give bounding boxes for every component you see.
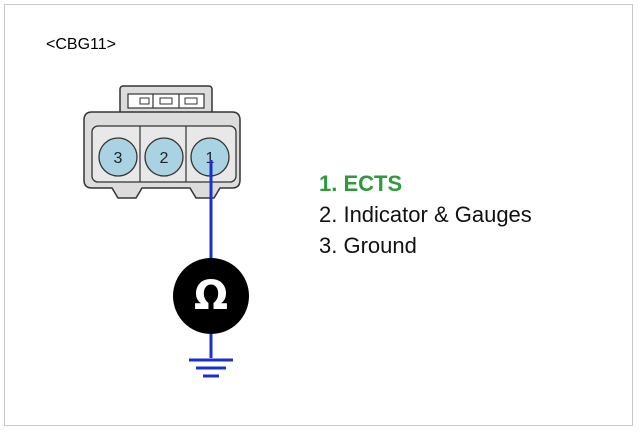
legend-item-1: 1. ECTS xyxy=(319,171,403,196)
pin-label-1: 1 xyxy=(206,150,215,167)
pin-label-3: 3 xyxy=(114,150,123,167)
connector-pins: 3 2 1 xyxy=(98,137,230,177)
ground-icon xyxy=(189,358,233,378)
pin-3 xyxy=(98,137,138,177)
pin-label-2: 2 xyxy=(160,150,169,167)
diagram-frame xyxy=(4,4,633,426)
pin-2 xyxy=(144,137,184,177)
connector-label: <CBG11> xyxy=(46,36,116,53)
ohmmeter: Ω xyxy=(173,258,249,334)
pin-legend: 1. ECTS 2. Indicator & Gauges 3. Ground xyxy=(319,168,532,261)
ohm-icon: Ω xyxy=(194,273,228,319)
legend-item-3: 3. Ground xyxy=(319,233,417,258)
legend-item-2: 2. Indicator & Gauges xyxy=(319,202,532,227)
